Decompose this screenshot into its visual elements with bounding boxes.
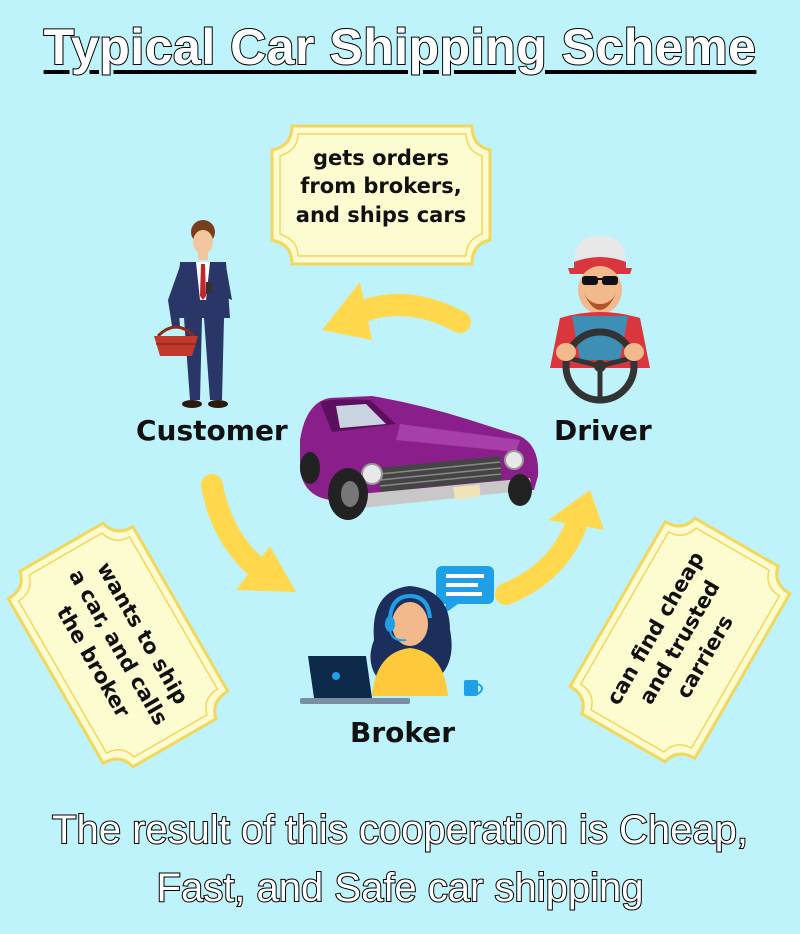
driver-note-frame: [270, 124, 492, 266]
customer-note-frame: [6, 521, 230, 769]
businessman-with-basket-icon: [154, 220, 232, 408]
driver-note-line: gets orders: [312, 146, 450, 170]
driver-note-line: and ships cars: [295, 202, 467, 227]
driver-note: gets orders from brokers, and ships cars: [272, 144, 490, 229]
result-line-1: The result of this cooperation is Cheap,: [51, 807, 749, 853]
purple-car-icon: [300, 396, 539, 520]
result-line-2: Fast, and Safe car shipping: [156, 865, 645, 911]
call-center-broker-icon: [300, 566, 494, 704]
arrow-broker-to-driver: [495, 490, 604, 605]
page-title: Typical Car Shipping Scheme: [43, 18, 757, 76]
arrow-driver-to-customer: [322, 282, 471, 340]
driver-note-line: from brokers,: [300, 174, 462, 199]
broker-label: Broker: [350, 716, 456, 749]
driver-label: Driver: [554, 414, 652, 447]
broker-note-frame: [568, 516, 792, 764]
customer-label: Customer: [136, 414, 288, 447]
truck-driver-icon: [550, 236, 650, 404]
arrow-customer-to-broker: [201, 474, 296, 592]
